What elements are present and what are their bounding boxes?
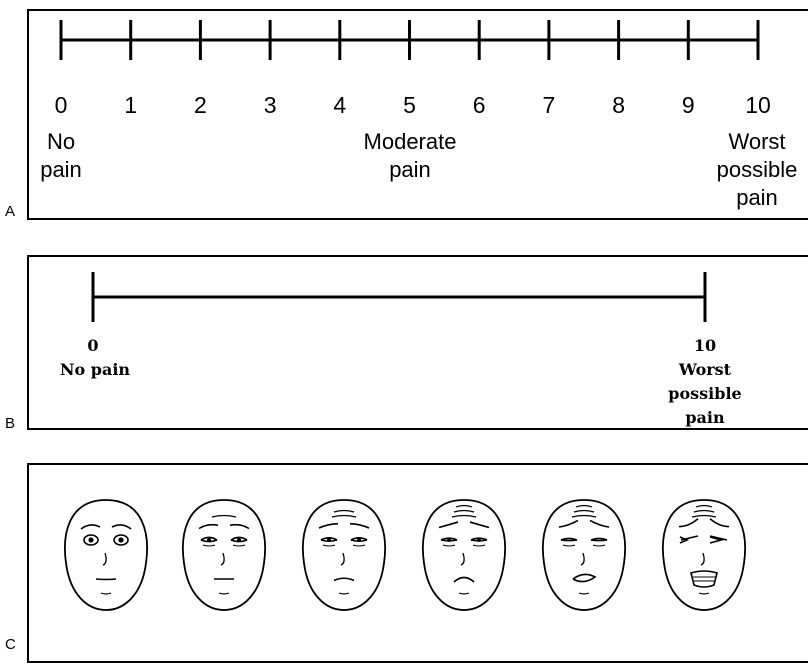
eye-lower xyxy=(561,540,577,541)
face-3 xyxy=(303,500,385,610)
face-2 xyxy=(183,500,265,610)
mouth-open xyxy=(691,571,717,587)
pupil xyxy=(237,538,241,542)
nrs-anchor-worst-pain: Worst possible pain xyxy=(717,128,798,212)
mouth xyxy=(96,579,116,580)
pupil xyxy=(477,538,481,542)
nrs-number-5: 5 xyxy=(403,92,416,119)
pupil xyxy=(207,538,211,542)
face-4 xyxy=(423,500,505,610)
vas-end-number: 10 xyxy=(694,336,716,355)
pupil xyxy=(357,538,361,542)
vas-anchor-no-pain: No pain xyxy=(60,358,130,382)
nrs-number-4: 4 xyxy=(333,92,346,119)
nrs-number-3: 3 xyxy=(264,92,277,119)
nrs-number-10: 10 xyxy=(745,92,771,119)
nrs-number-6: 6 xyxy=(473,92,486,119)
nrs-number-8: 8 xyxy=(612,92,625,119)
vas-anchor-worst-pain: Worst possible pain xyxy=(654,358,757,430)
vas-start-number: 0 xyxy=(87,336,98,355)
face-5 xyxy=(543,500,625,610)
nrs-number-0: 0 xyxy=(55,92,68,119)
nrs-number-1: 1 xyxy=(124,92,137,119)
nrs-anchor-moderate-pain: Moderate pain xyxy=(364,128,457,184)
pupil xyxy=(118,537,123,542)
pupil xyxy=(88,537,93,542)
eye-lower xyxy=(591,540,607,541)
nrs-number-9: 9 xyxy=(682,92,695,119)
pupil xyxy=(447,538,451,542)
pupil xyxy=(327,538,331,542)
nrs-number-7: 7 xyxy=(542,92,555,119)
face-1 xyxy=(65,500,147,610)
nrs-anchor-no-pain: No pain xyxy=(40,128,82,184)
faces-group xyxy=(65,500,745,610)
nrs-number-2: 2 xyxy=(194,92,207,119)
face-6 xyxy=(663,500,745,610)
